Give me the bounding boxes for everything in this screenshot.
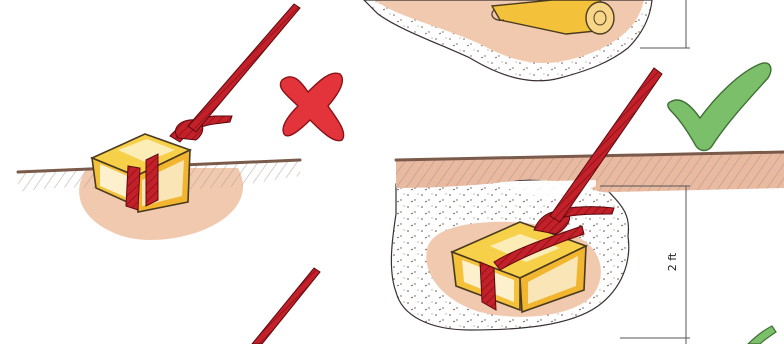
red-x-icon [280, 73, 343, 140]
shallow-anchor-panel [18, 4, 344, 344]
deep-anchor-panel: 2 ft [364, 0, 784, 344]
green-checkmark-icon-lower [748, 326, 776, 344]
depth-label: 2 ft [666, 252, 679, 271]
rope-lower [252, 268, 320, 344]
log-anchor-panel [364, 0, 690, 81]
green-checkmark-icon [668, 63, 771, 151]
